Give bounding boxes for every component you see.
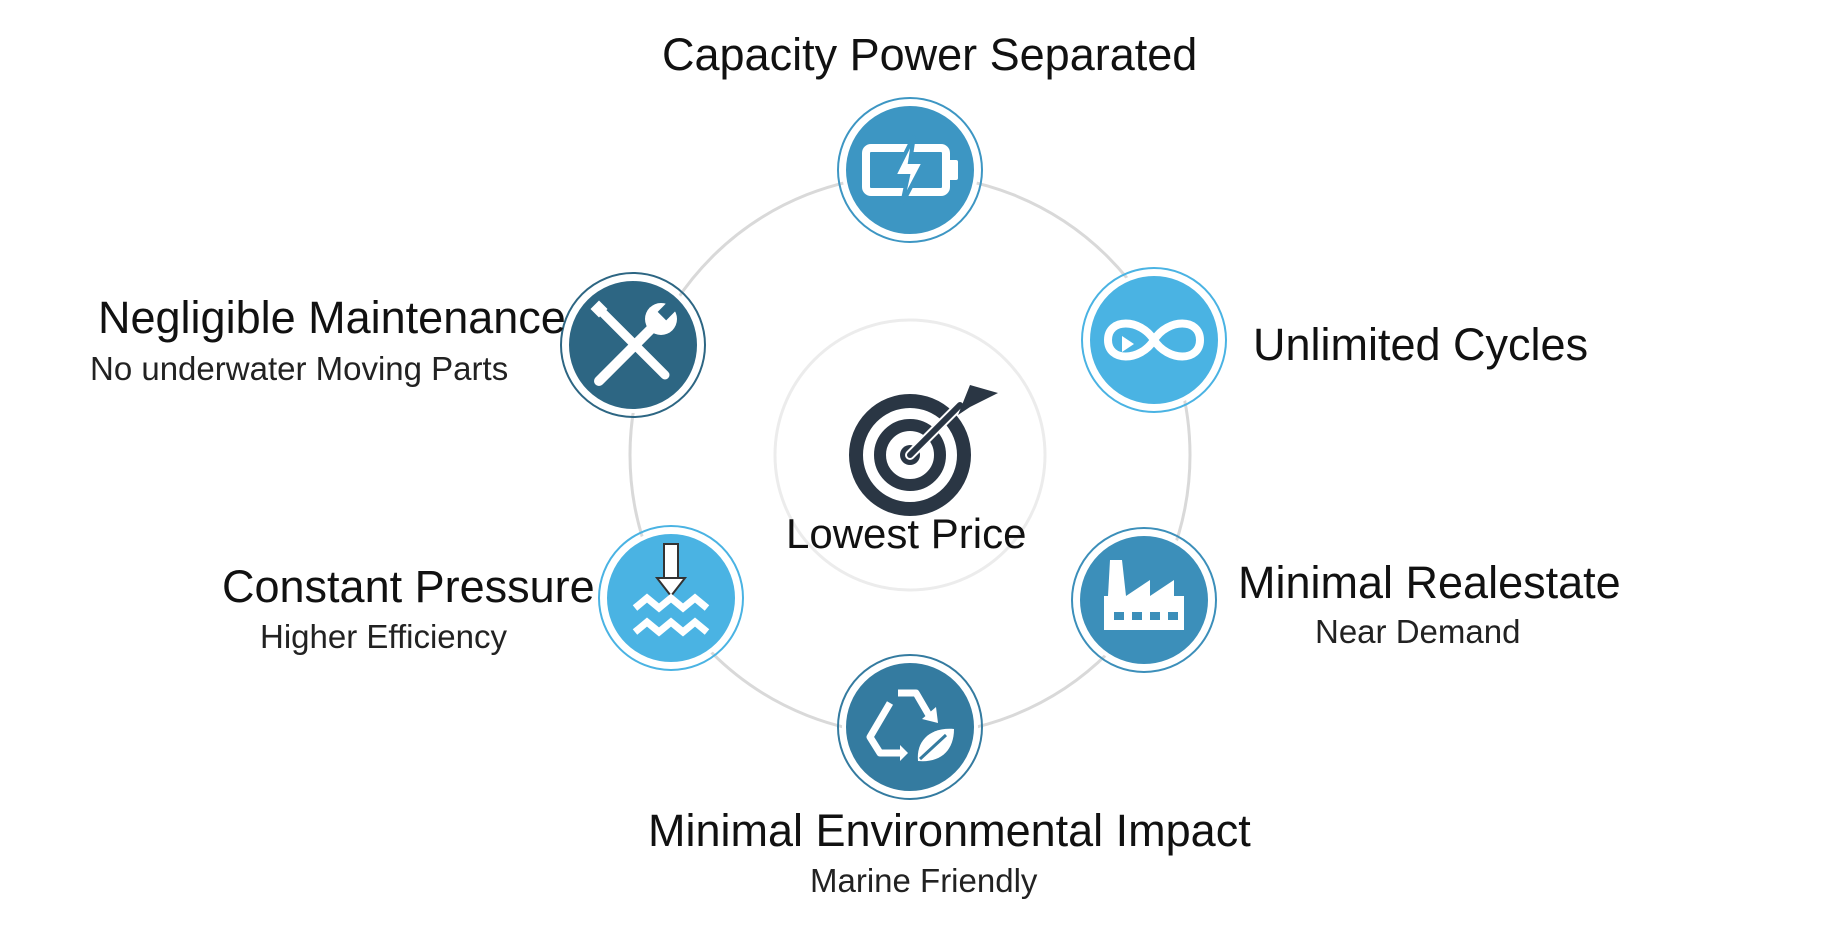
node-title-cycles: Unlimited Cycles [1253,319,1589,370]
node-title-pressure: Constant Pressure [222,561,595,612]
node-title-environment: Minimal Environmental Impact [648,805,1251,856]
tools-icon [590,297,681,386]
node-subtitle-maintenance: No underwater Moving Parts [90,350,509,387]
node-realestate [1071,527,1217,673]
infinity-cycle-icon [1103,319,1205,361]
node-subtitle-environment: Marine Friendly [810,862,1038,899]
node-subtitle-pressure: Higher Efficiency [260,618,508,655]
node-environment [837,654,983,800]
node-title-realestate: Minimal Realestate [1238,557,1621,608]
center-title: Lowest Price [786,510,1027,557]
pressure-waves-icon [632,543,710,637]
target-arrow-icon [849,385,998,516]
node-subtitle-realestate: Near Demand [1315,613,1521,650]
node-title-maintenance: Negligible Maintenance [98,292,566,343]
node-capacity [837,97,983,243]
node-maintenance [560,272,706,418]
inner-ring [773,318,1047,592]
node-pressure [598,525,744,671]
factory-icon [1104,560,1184,630]
battery-bolt-icon [862,135,958,205]
node-title-capacity: Capacity Power Separated [662,29,1198,80]
recycle-leaf-icon [866,689,954,762]
node-cycles [1081,267,1227,413]
